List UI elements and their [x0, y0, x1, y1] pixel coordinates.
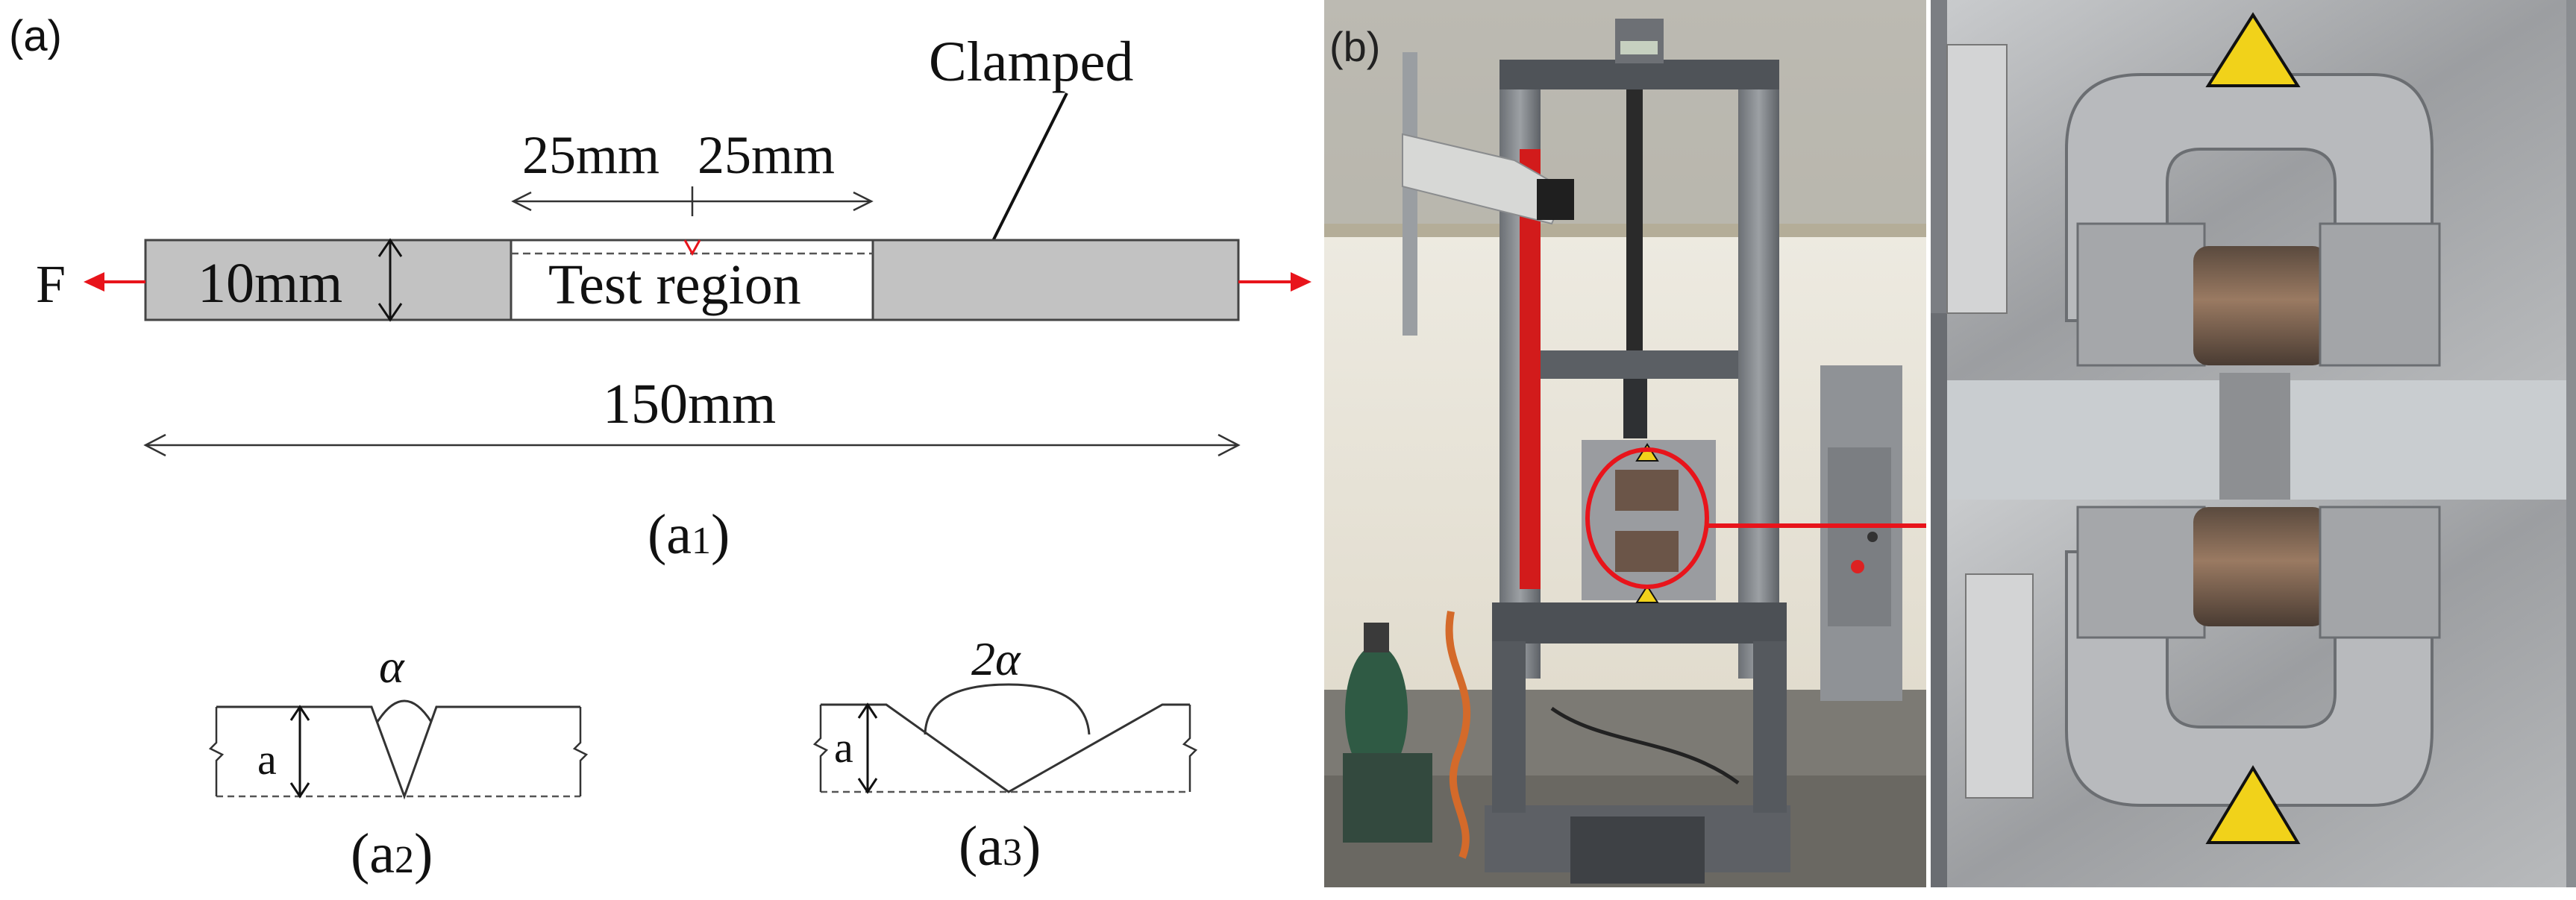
orange-cable — [1445, 611, 1471, 859]
length-arrowhead-right — [1218, 433, 1241, 457]
depth-label-a2: a — [257, 735, 277, 784]
grip-assembly — [1582, 440, 1716, 600]
machine-top-beam — [1499, 60, 1779, 89]
length-label: 150mm — [603, 373, 776, 435]
warning-triangle-icon-zoom-top — [2205, 12, 2301, 87]
lower-jaw-right — [2319, 506, 2441, 639]
upper-roller — [2193, 246, 2328, 365]
dimension-arrowhead-left — [511, 191, 532, 212]
depth-label-a3: a — [834, 723, 853, 772]
machine-leg-right — [1753, 641, 1787, 813]
arrow-right-icon — [1238, 272, 1311, 292]
extensometer-pole — [1403, 52, 1417, 336]
grip-upper-jaw — [1615, 470, 1679, 511]
notch-diagram-a2: α a (a2) — [208, 640, 589, 885]
panel-a-label: (a) — [9, 12, 62, 60]
caption-a3: (a3) — [959, 815, 1041, 878]
specimen-clamp-right — [871, 239, 1240, 321]
depth-arrowhead-top-a3 — [857, 702, 878, 719]
break-mark-right-a3 — [1182, 705, 1198, 792]
force-symbol: F — [36, 254, 66, 314]
break-mark-left-a2 — [208, 707, 225, 796]
cabinet-knob-2 — [1867, 532, 1878, 542]
cabinet-knob — [1851, 560, 1864, 573]
dimension-label-right: 25mm — [698, 125, 835, 185]
warning-triangle-icon — [1635, 443, 1659, 462]
angle-arc-a3 — [924, 683, 1091, 735]
warning-triangle-icon-lower — [1635, 585, 1659, 603]
display-screen — [1620, 41, 1658, 54]
angle-arc-a2 — [376, 699, 433, 723]
black-cable — [1550, 706, 1740, 785]
width-arrowhead-bottom — [377, 303, 403, 322]
specimen-diagram-a1: 25mm 25mm Clamped Test region 10mm F — [36, 31, 1311, 566]
break-mark-right-a2 — [572, 707, 589, 796]
panel-b-label: (b) — [1329, 23, 1380, 70]
side-cart — [1343, 753, 1432, 843]
upper-jaw-block — [2076, 222, 2206, 367]
clamped-label: Clamped — [929, 31, 1133, 93]
notch-diagram-a3: 2α a (a3) — [812, 632, 1198, 878]
panel-a: (a) 25mm 25mm Clamped Test region — [9, 12, 1311, 885]
cabinet-panel — [1828, 447, 1891, 626]
load-cell — [1623, 379, 1647, 438]
lead-screw — [1626, 89, 1643, 350]
angle-label-a2: α — [379, 640, 405, 693]
depth-arrowhead-top-a2 — [289, 705, 310, 721]
machine-base-crosshead — [1492, 602, 1787, 643]
upper-id-plate — [1946, 44, 2008, 314]
clamped-leader-line — [980, 92, 1068, 265]
machine-leg-left — [1492, 641, 1526, 813]
lower-jaw-block — [2076, 506, 2206, 639]
warning-triangle-icon-zoom-bottom — [2205, 765, 2301, 844]
extensometer-arm — [1402, 133, 1568, 225]
machine-mid-crosshead — [1541, 350, 1738, 379]
lower-id-plate — [1965, 573, 2034, 799]
dimension-arrowhead-right — [853, 191, 874, 212]
foot-pedal — [1570, 816, 1705, 884]
gas-tank — [1345, 645, 1408, 779]
specimen-strip — [2219, 373, 2290, 507]
highlight-circle-icon — [1585, 447, 1709, 589]
extensometer-head — [1537, 179, 1574, 220]
depth-arrowhead-bottom-a2 — [289, 782, 310, 799]
depth-arrowhead-bottom-a3 — [857, 778, 878, 794]
dimension-label-left: 25mm — [522, 125, 659, 185]
break-mark-left-a3 — [812, 705, 829, 792]
angle-label-a3: 2α — [971, 632, 1021, 685]
gas-tank-valve — [1364, 623, 1389, 652]
upper-jaw-right — [2319, 222, 2441, 367]
caption-a1: (a1) — [648, 503, 730, 566]
notch-profile-a2 — [216, 705, 580, 800]
width-label: 10mm — [198, 252, 342, 315]
notch-profile-a3 — [821, 703, 1190, 793]
arrow-left-icon — [84, 272, 145, 292]
length-arrowhead-left — [143, 433, 166, 457]
grip-lower-jaw — [1615, 531, 1679, 572]
lower-roller — [2193, 507, 2328, 626]
zoom-grip-photo — [1928, 0, 2576, 887]
test-region-label: Test region — [548, 254, 801, 316]
specimen-clamp-left — [144, 239, 513, 321]
machine-column-right — [1738, 82, 1779, 679]
panel-b-photo: (b) — [1324, 0, 1928, 887]
caption-a2: (a2) — [351, 822, 433, 885]
notch-mark — [683, 239, 701, 257]
width-arrowhead-top — [377, 238, 403, 257]
machine-red-strip — [1520, 149, 1541, 589]
